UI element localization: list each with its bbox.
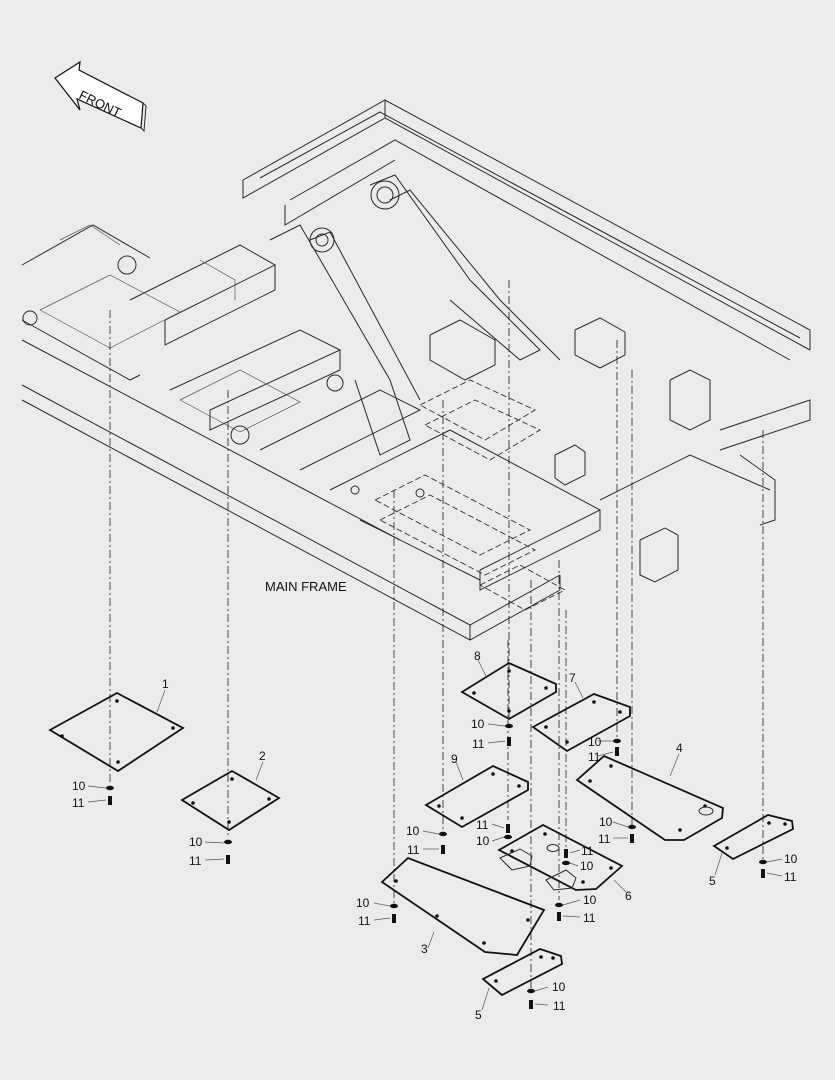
callout-washer: 10: [72, 779, 86, 793]
callout-bolt: 11: [598, 832, 611, 846]
callout-washer: 10: [406, 824, 420, 838]
callout-bolt: 11: [358, 914, 371, 928]
bolt-icon: [390, 903, 398, 923]
bolt-icon: [759, 859, 767, 878]
main-frame-drawing: [21, 99, 811, 641]
callout-7: 7: [569, 671, 576, 685]
callout-bolt: 11: [407, 843, 420, 857]
callout-4: 4: [676, 741, 683, 755]
callout-washer: 10: [356, 896, 370, 910]
callout-9: 9: [451, 752, 458, 766]
bolt-icon: [106, 785, 114, 805]
plate-7: [531, 693, 631, 753]
plate-4: [575, 754, 724, 841]
plate-1: [48, 691, 185, 773]
callout-1: 1: [162, 677, 169, 691]
callout-washer: 10: [588, 735, 602, 749]
plate-9: [424, 764, 529, 829]
callout-washer: 10: [599, 815, 613, 829]
callout-washer: 10: [189, 835, 203, 849]
plate-6: [497, 823, 624, 891]
callout-6: 6: [625, 889, 632, 903]
bolt-icon: [613, 738, 621, 756]
callout-bolt: 11: [553, 999, 566, 1013]
plate-5-right: [712, 814, 794, 861]
callout-3: 3: [421, 942, 428, 956]
callout-5-bottom: 5: [475, 1008, 482, 1022]
callout-washer: 10: [583, 893, 597, 907]
callout-washer: 10: [784, 852, 798, 866]
main-frame-label: MAIN FRAME: [265, 579, 347, 594]
plate-5-bottom: [481, 948, 563, 997]
callout-washer: 10: [471, 717, 485, 731]
callout-washer: 10: [580, 859, 594, 873]
callout-bolt: 11: [476, 818, 489, 832]
callouts: 1 2 3 4 5 5 6 7 8 9 10 11 10 11 10 11 10…: [72, 649, 798, 1022]
fasteners: [106, 723, 767, 1009]
assembly-lines: [109, 280, 764, 990]
plate-3: [380, 856, 546, 956]
callout-bolt: 11: [784, 870, 797, 884]
callout-bolt: 11: [581, 844, 594, 858]
callout-bolt: 11: [583, 911, 596, 925]
bolt-icon: [439, 831, 447, 854]
bolt-icon: [628, 824, 636, 843]
callout-5-right: 5: [709, 874, 716, 888]
callout-2: 2: [259, 749, 266, 763]
bolt-icon: [505, 723, 513, 746]
plates: [48, 661, 794, 997]
callout-washer: 10: [552, 980, 566, 994]
bolt-icon: [562, 849, 570, 866]
bolt-icon: [224, 839, 232, 864]
plate-2: [180, 769, 281, 832]
plate-8: [460, 661, 557, 721]
callout-bolt: 11: [189, 854, 202, 868]
front-arrow-icon: FRONT: [54, 60, 147, 133]
bolt-icon: [555, 902, 563, 921]
callout-bolt: 11: [472, 737, 485, 751]
bolt-icon: [504, 824, 512, 840]
plate-6-callouts: 11 10: [580, 844, 594, 873]
callout-bolt: 11: [588, 750, 601, 764]
callout-8: 8: [474, 649, 481, 663]
bolt-icon: [527, 988, 535, 1009]
callout-washer: 10: [476, 834, 490, 848]
leader-lines: [87, 659, 783, 1011]
callout-bolt: 11: [72, 796, 85, 810]
